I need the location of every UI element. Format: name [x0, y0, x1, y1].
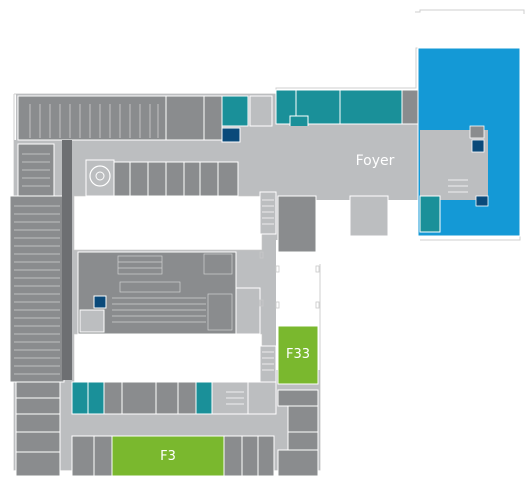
- room-block-top-left: [17, 95, 273, 143]
- blue-area: [417, 47, 521, 237]
- room-f3[interactable]: [111, 435, 225, 477]
- room-row-upper: [113, 161, 239, 197]
- room-f33[interactable]: [277, 325, 319, 385]
- room-f3-label: F3: [160, 449, 176, 464]
- room-row-lower: [71, 381, 277, 415]
- room-block-center: [77, 251, 261, 335]
- column-markers: [259, 251, 320, 309]
- foyer-wing: [275, 89, 466, 253]
- room-f33-label: F33: [285, 347, 311, 362]
- room-block-bottom-right: [277, 389, 319, 477]
- room-block-left: [9, 140, 72, 383]
- courtyard: [73, 195, 263, 383]
- spiral-stair-icon: [85, 159, 115, 197]
- foyer-label: Foyer: [355, 153, 395, 169]
- room-block-bottom-left: [15, 381, 275, 477]
